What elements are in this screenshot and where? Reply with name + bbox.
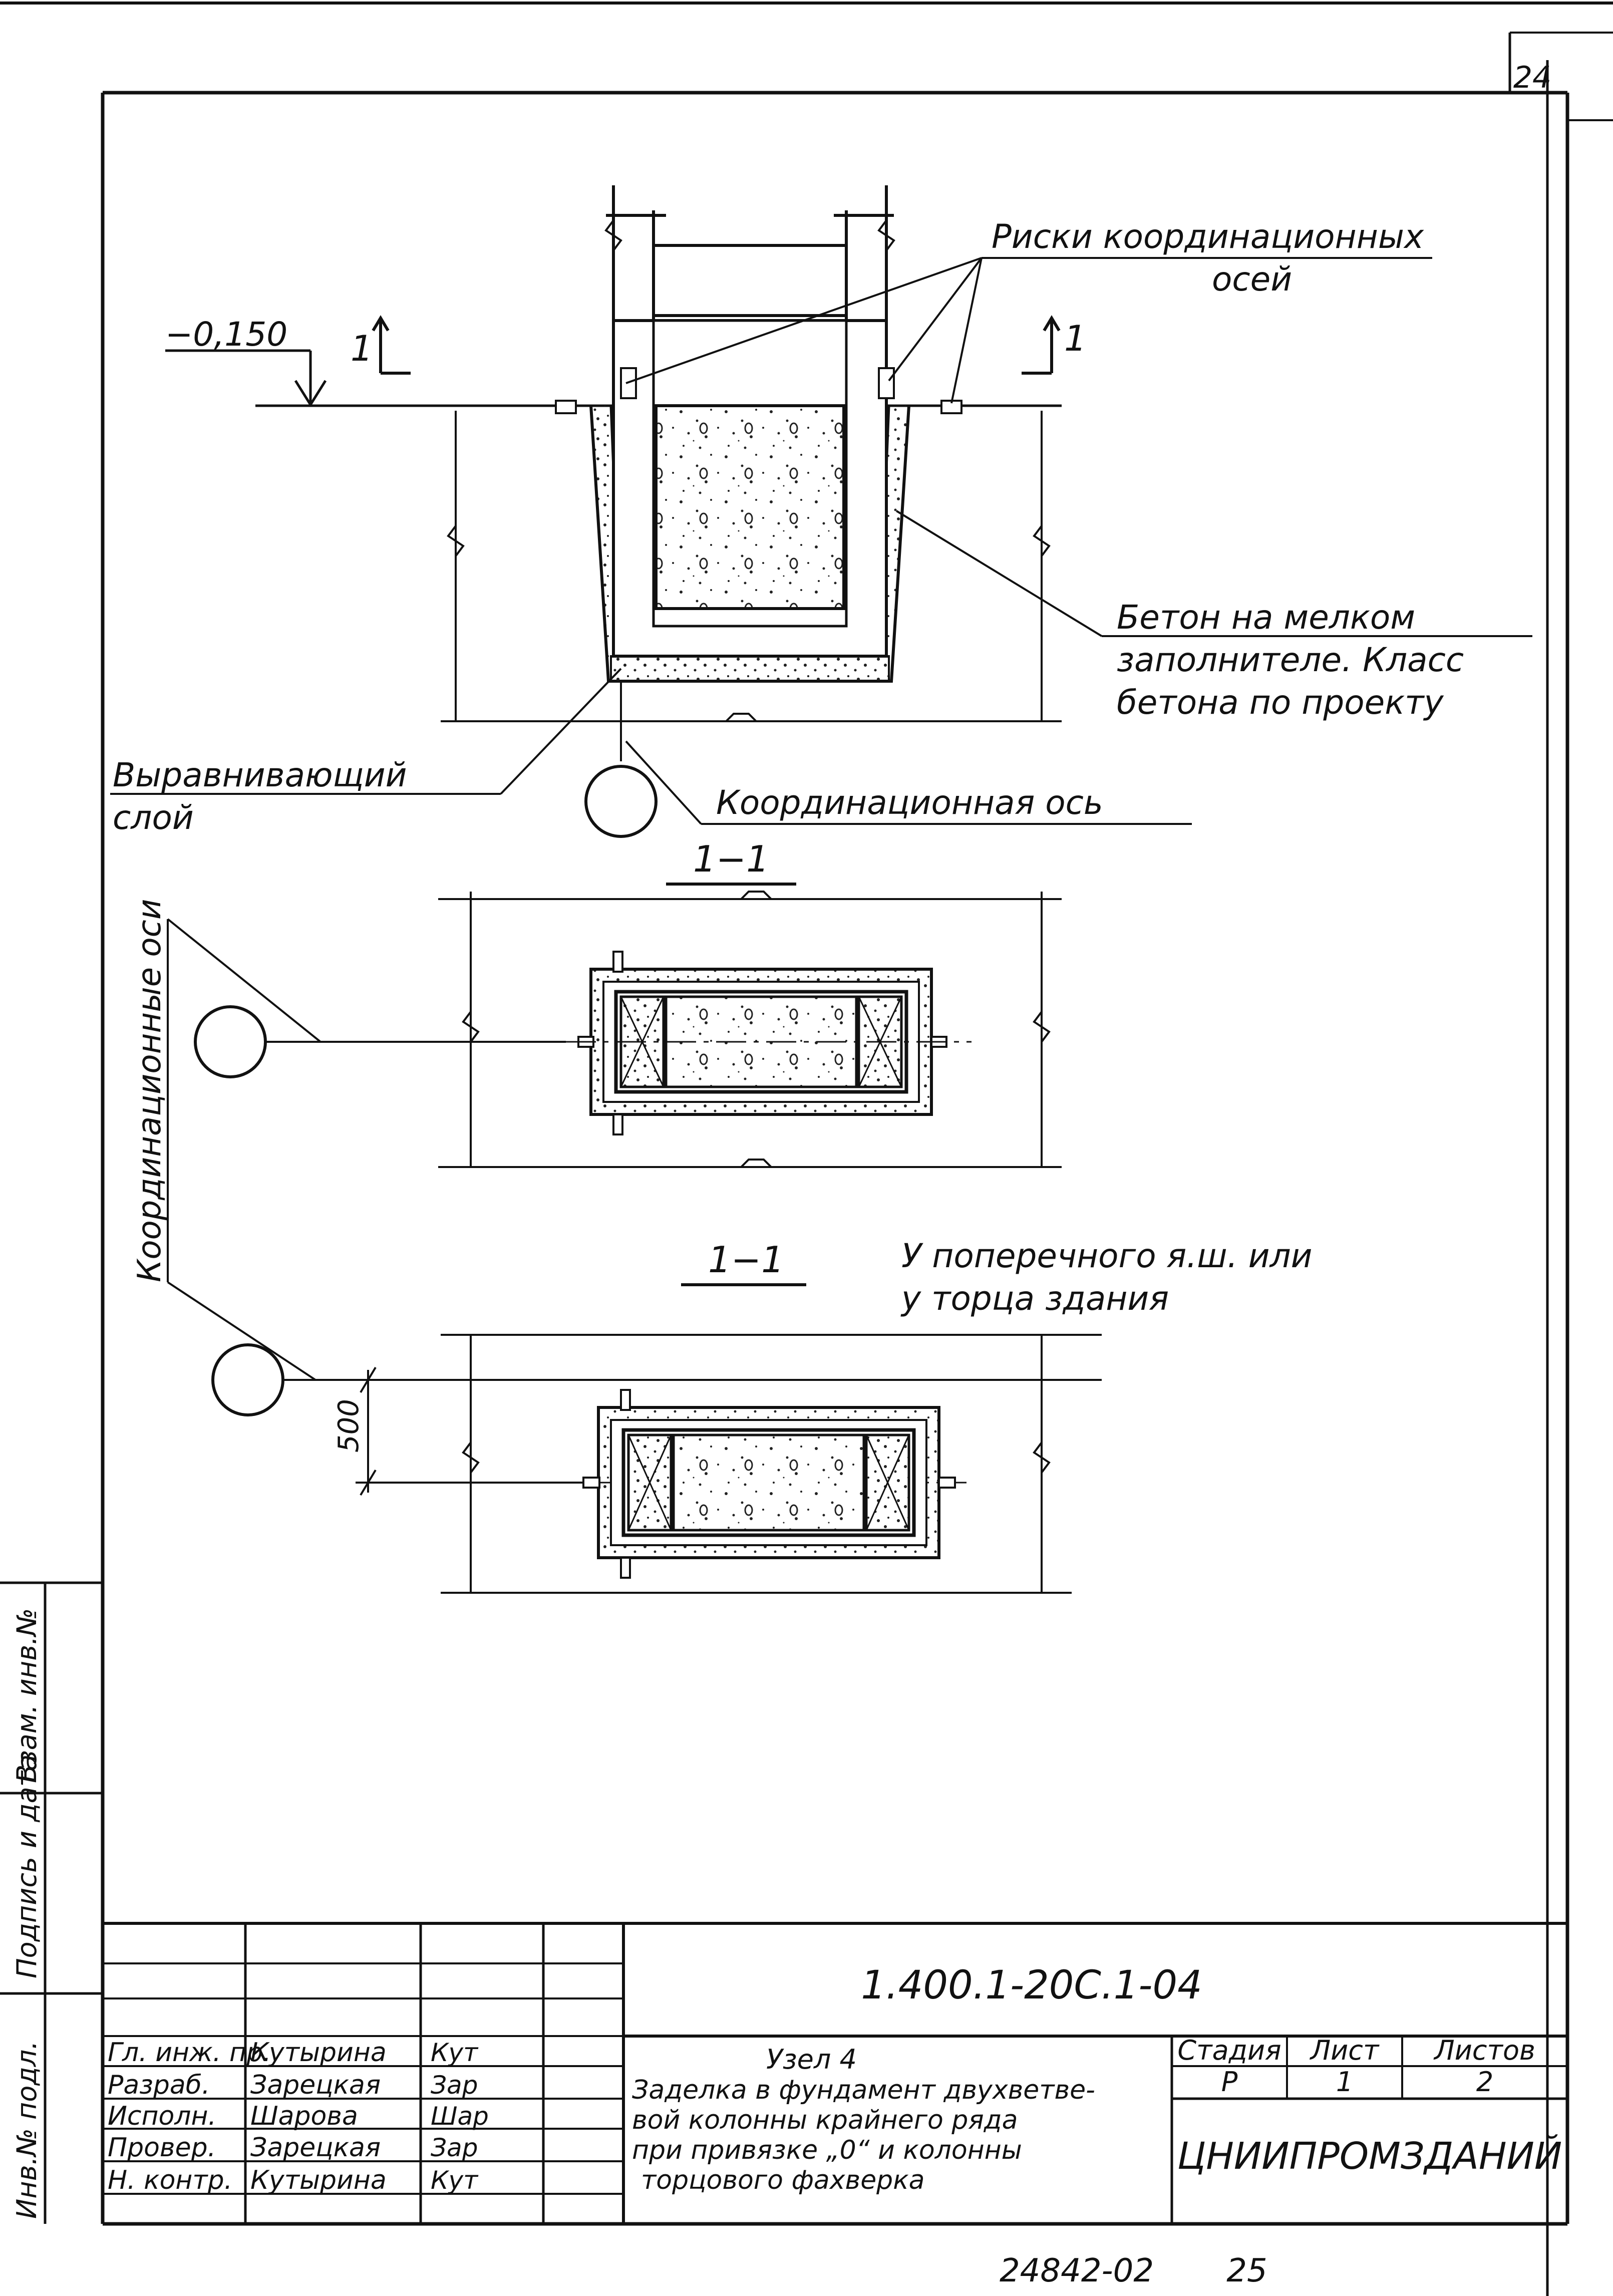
callout-axis: Координационная ось [716, 783, 1103, 822]
signer-row-4: Провер. Зарецкая Зар [108, 2133, 478, 2163]
callout-concrete-line1: Бетон на мелком [1117, 598, 1415, 637]
signer-role: Провер. [108, 2133, 216, 2163]
footer-code: 24842-02 [1000, 2252, 1154, 2289]
sheet-header: Лист [1310, 2035, 1380, 2066]
page-number: 24 [1513, 60, 1551, 95]
stage-value: Р [1221, 2066, 1238, 2098]
callout-axes-vertical: Координационные оси [131, 899, 168, 1282]
drawing-title: Узел 4 Заделка в фундамент двухветве- во… [632, 2044, 1095, 2195]
section-mark-right: 1 [1064, 318, 1087, 359]
axes-leader [167, 918, 321, 1381]
title-line-5: торцового фахверка [641, 2165, 924, 2195]
title-line-4: при привязке „0“ и колонны [632, 2135, 1022, 2165]
elevation-view: −0,150 1 1 [110, 185, 1532, 838]
side-stamp-replace: Взам. инв.№ [11, 1608, 43, 1783]
signer-signature: Зар [431, 2133, 478, 2162]
signer-signature: Шар [431, 2102, 489, 2131]
side-stamp-sign-date: Подпись и дата [11, 1755, 43, 1978]
section-note-line2: у торца здания [900, 1279, 1169, 1318]
footer-page: 25 [1226, 2252, 1267, 2289]
callout-risks-line2: осей [1212, 260, 1292, 299]
dimension-500: 500 [333, 1399, 365, 1453]
callout-risks-line1: Риски координационных [992, 217, 1424, 256]
signer-name: Шарова [250, 2101, 358, 2131]
stage-header: Стадия [1177, 2035, 1281, 2066]
title-line-2: Заделка в фундамент двухветве- [632, 2075, 1095, 2105]
sheets-value: 2 [1476, 2066, 1493, 2098]
signer-name: Кутырина [250, 2038, 387, 2068]
title-line-3: вой колонны крайнего ряда [632, 2105, 1018, 2135]
side-stamp-inv: Инв.№ подл. [11, 2041, 43, 2219]
signer-name: Зарецкая [250, 2070, 381, 2100]
section-1-1-bottom: 1−1 У поперечного я.ш. или у торца здани… [211, 1237, 1313, 1594]
signer-row-5: Н. контр. Кутырина Кут [108, 2165, 479, 2195]
signer-signature: Зар [431, 2071, 478, 2100]
signer-role: Гл. инж. пр. [108, 2038, 271, 2068]
signer-name: Кутырина [250, 2165, 387, 2195]
section-note-line1: У поперечного я.ш. или [901, 1237, 1313, 1275]
section-1-1-top: 1−1 [194, 838, 1062, 1168]
signer-role: Исполн. [108, 2101, 216, 2131]
section-title-1: 1−1 [693, 838, 769, 880]
title-line-1: Узел 4 [766, 2044, 857, 2075]
signer-role: Н. контр. [108, 2165, 232, 2195]
side-stamp [0, 1581, 103, 2224]
callout-leveling-line1: Выравнивающий [113, 756, 407, 794]
signer-signature: Кут [431, 2038, 479, 2067]
section-title-2: 1−1 [708, 1239, 784, 1281]
signer-row-2: Разраб. Зарецкая Зар [108, 2070, 478, 2100]
signer-role: Разраб. [108, 2070, 210, 2100]
signer-signature: Кут [431, 2166, 479, 2195]
title-block-grid [103, 1922, 1567, 2224]
sheet-value: 1 [1336, 2066, 1353, 2098]
callout-concrete-line2: заполнителе. Класс [1117, 641, 1464, 679]
callout-leveling-line2: слой [113, 798, 194, 837]
organization: ЦНИИПРОМЗДАНИЙ [1177, 2134, 1562, 2178]
sheets-header: Листов [1433, 2035, 1535, 2066]
signer-name: Зарецкая [250, 2133, 381, 2163]
signer-row-3: Исполн. Шарова Шар [108, 2101, 489, 2131]
signer-row-1: Гл. инж. пр. Кутырина Кут [108, 2038, 479, 2068]
section-mark-left: 1 [351, 328, 373, 369]
callout-concrete-line3: бетона по проекту [1117, 683, 1444, 722]
level-mark: −0,150 [165, 315, 287, 354]
doc-code: 1.400.1-20С.1-04 [861, 1963, 1202, 2008]
